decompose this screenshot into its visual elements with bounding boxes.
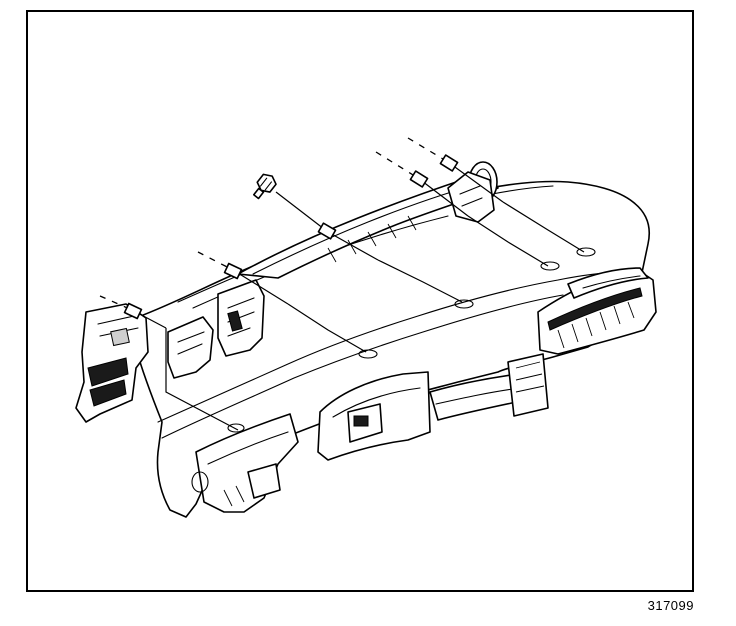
retainer-clips <box>123 154 459 320</box>
left-inner-brackets <box>167 279 265 379</box>
figure-id-label: 317099 <box>647 598 694 613</box>
left-side-bracket <box>75 303 149 423</box>
right-vent-assembly <box>537 267 657 355</box>
lower-left-structure <box>191 413 299 513</box>
cluster-opening <box>317 353 549 461</box>
instrument-panel-illustration <box>75 137 657 518</box>
figure-frame <box>26 10 694 592</box>
cross-car-duct <box>237 161 499 279</box>
fastener-callouts <box>99 137 596 433</box>
bolt-icon <box>252 173 277 200</box>
